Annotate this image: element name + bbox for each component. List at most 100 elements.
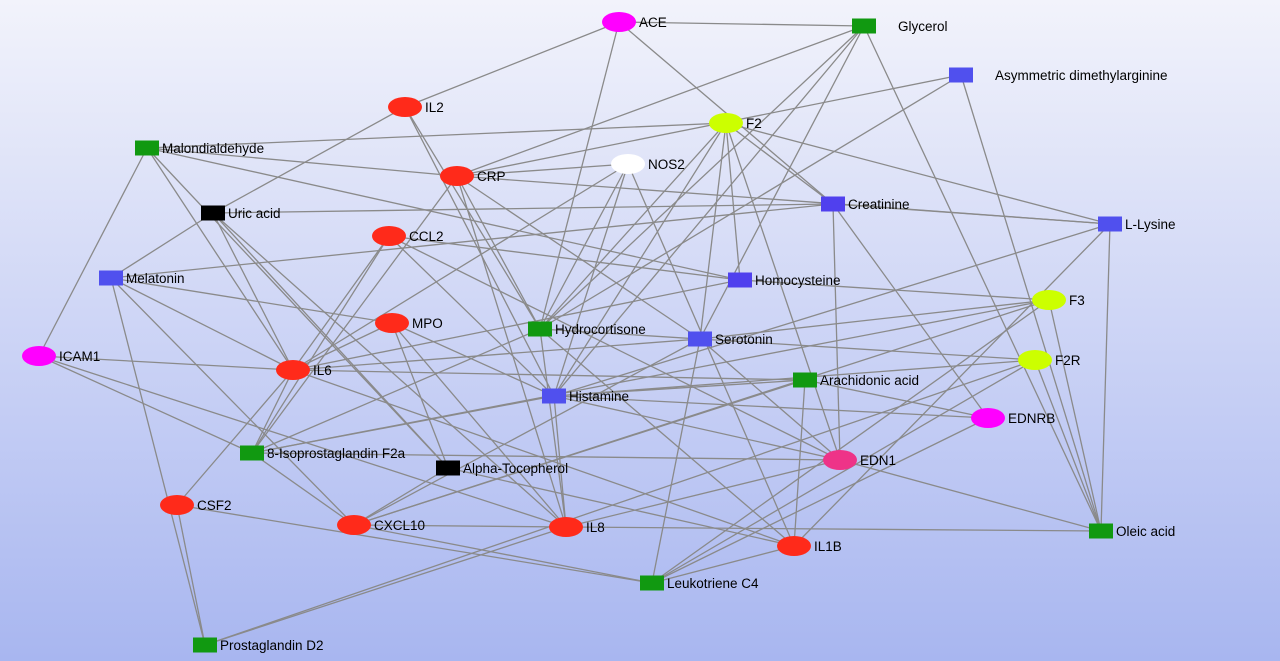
- node-f2r[interactable]: F2R: [1018, 350, 1081, 370]
- edge-crp-isoprostaglandin: [251, 175, 458, 454]
- node-histamine-label: Histamine: [569, 389, 629, 404]
- edge-f2-edn1: [725, 122, 841, 461]
- node-melatonin[interactable]: Melatonin: [99, 270, 185, 287]
- edge-arachidonicacid-histamine: [553, 379, 806, 397]
- edge-uricacid-alphatocopherol: [212, 212, 449, 469]
- node-llysine[interactable]: L-Lysine: [1098, 216, 1176, 233]
- edge-hydrocortisone-isoprostaglandin: [251, 328, 541, 454]
- edge-serotonin-edn1: [699, 338, 841, 461]
- edge-edn1-oleicacid: [839, 459, 1102, 532]
- edge-homocysteine-il6: [292, 279, 741, 371]
- edge-melatonin-mpo: [110, 277, 393, 324]
- edge-alphatocopherol-cxcl10: [353, 467, 449, 526]
- edge-ace-hydrocortisone: [539, 21, 620, 330]
- node-nos2[interactable]: NOS2: [611, 154, 685, 174]
- node-leukotrienec4-square: [640, 575, 664, 591]
- edge-il6-isoprostaglandin: [251, 369, 294, 454]
- node-f3-label: F3: [1069, 293, 1085, 308]
- node-f3[interactable]: F3: [1032, 290, 1085, 310]
- node-alphatocopherol-square: [436, 460, 460, 476]
- edge-creatinine-edn1: [832, 203, 841, 461]
- edge-edn1-il8: [565, 459, 841, 528]
- node-il8[interactable]: IL8: [549, 517, 605, 537]
- node-ace[interactable]: ACE: [602, 12, 667, 32]
- node-oleicacid[interactable]: Oleic acid: [1089, 523, 1175, 540]
- node-alphatocopherol[interactable]: Alpha-Tocopherol: [436, 460, 568, 477]
- node-ednrb-label: EDNRB: [1008, 411, 1055, 426]
- node-il6[interactable]: IL6: [276, 360, 332, 380]
- node-glycerol[interactable]: Glycerol: [852, 18, 948, 35]
- edge-il8-oleicacid: [565, 526, 1102, 532]
- edge-malondialdehyde-icam1: [38, 147, 148, 357]
- node-isoprostaglandin[interactable]: 8-Isoprostaglandin F2a: [240, 445, 406, 462]
- node-mpo[interactable]: MPO: [375, 313, 443, 333]
- edge-f2-homocysteine: [725, 122, 741, 281]
- node-il2-circle: [388, 97, 422, 117]
- node-crp[interactable]: CRP: [440, 166, 506, 186]
- node-leukotrienec4[interactable]: Leukotriene C4: [640, 575, 759, 592]
- node-il2[interactable]: IL2: [388, 97, 444, 117]
- node-creatinine[interactable]: Creatinine: [821, 196, 910, 213]
- edge-creatinine-melatonin: [110, 203, 834, 279]
- edge-f3-oleicacid: [1048, 299, 1102, 532]
- node-f2-label: F2: [746, 116, 762, 131]
- node-arachidonicacid-label: Arachidonic acid: [820, 373, 919, 388]
- edge-melatonin-il6: [110, 277, 294, 371]
- edge-il2-uricacid: [212, 106, 406, 214]
- node-serotonin[interactable]: Serotonin: [688, 331, 773, 348]
- edge-serotonin-leukotrienec4: [651, 338, 701, 584]
- node-ccl2[interactable]: CCL2: [372, 226, 444, 246]
- node-ednrb[interactable]: EDNRB: [971, 408, 1055, 428]
- edge-malondialdehyde-homocysteine: [146, 147, 741, 281]
- node-homocysteine[interactable]: Homocysteine: [728, 272, 841, 289]
- node-f2[interactable]: F2: [709, 113, 762, 133]
- node-il1b[interactable]: IL1B: [777, 536, 842, 556]
- node-cxcl10[interactable]: CXCL10: [337, 515, 425, 535]
- edge-csf2-leukotrienec4: [176, 504, 653, 584]
- node-edn1-label: EDN1: [860, 453, 896, 468]
- edge-serotonin-il6: [292, 338, 701, 371]
- node-icam1-circle: [22, 346, 56, 366]
- edge-malondialdehyde-crp: [146, 147, 458, 177]
- edge-nos2-crp: [456, 163, 629, 177]
- edge-il8-prostaglandind2: [204, 526, 567, 646]
- edge-il6-csf2: [176, 369, 294, 506]
- edge-ednrb-arachidonicacid: [804, 379, 989, 419]
- node-il2-label: IL2: [425, 100, 444, 115]
- node-malondialdehyde[interactable]: Malondialdehyde: [135, 140, 264, 157]
- node-hydrocortisone-label: Hydrocortisone: [555, 322, 646, 337]
- edge-nos2-il1b: [627, 163, 795, 547]
- edge-f3-serotonin: [699, 299, 1050, 340]
- node-homocysteine-square: [728, 272, 752, 288]
- edge-glycerol-histamine: [553, 25, 865, 397]
- node-hydrocortisone[interactable]: Hydrocortisone: [528, 321, 646, 338]
- node-icam1[interactable]: ICAM1: [22, 346, 100, 366]
- node-mpo-circle: [375, 313, 409, 333]
- edge-histamine-il8: [553, 395, 567, 528]
- node-arachidonicacid[interactable]: Arachidonic acid: [793, 372, 919, 389]
- node-adma-square: [949, 67, 973, 83]
- node-melatonin-label: Melatonin: [126, 271, 185, 286]
- edge-ccl2-homocysteine: [388, 235, 741, 281]
- edge-homocysteine-f3: [739, 279, 1050, 301]
- node-ccl2-circle: [372, 226, 406, 246]
- node-histamine[interactable]: Histamine: [542, 388, 629, 405]
- node-uricacid[interactable]: Uric acid: [201, 205, 281, 222]
- node-isoprostaglandin-label: 8-Isoprostaglandin F2a: [267, 446, 406, 461]
- node-il8-circle: [549, 517, 583, 537]
- node-csf2[interactable]: CSF2: [160, 495, 232, 515]
- edge-adma-hydrocortisone: [539, 74, 962, 330]
- node-oleicacid-label: Oleic acid: [1116, 524, 1175, 539]
- node-llysine-square: [1098, 216, 1122, 232]
- node-prostaglandind2-square: [193, 637, 217, 653]
- edge-creatinine-llysine: [832, 203, 1111, 225]
- node-prostaglandind2[interactable]: Prostaglandin D2: [193, 637, 324, 654]
- node-f2-circle: [709, 113, 743, 133]
- node-glycerol-square: [852, 18, 876, 34]
- node-ccl2-label: CCL2: [409, 229, 444, 244]
- edge-arachidonicacid-cxcl10: [353, 379, 806, 526]
- node-adma[interactable]: Asymmetric dimethylarginine: [949, 67, 1168, 84]
- node-edn1[interactable]: EDN1: [823, 450, 896, 470]
